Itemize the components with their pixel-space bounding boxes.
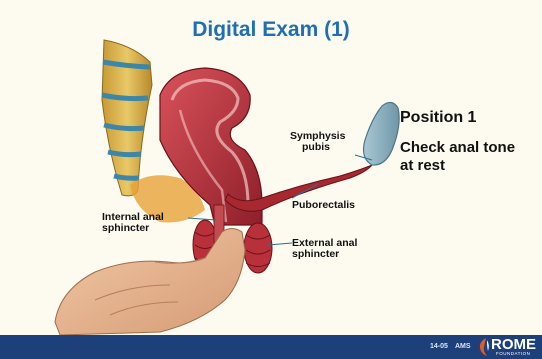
position-heading: Position 1: [400, 109, 476, 127]
slide-code: 14-05: [430, 343, 448, 350]
label-external-anal-sphincter: External anal sphincter: [292, 238, 357, 260]
instruction-line2: at rest: [400, 157, 515, 175]
label-internal-line2: sphincter: [102, 223, 164, 234]
label-external-line2: sphincter: [292, 249, 357, 260]
symphysis-pubis-bone: [364, 102, 400, 165]
rome-logo-subtext: FOUNDATION: [496, 351, 530, 356]
label-puborectalis: Puborectalis: [292, 200, 355, 211]
label-internal-anal-sphincter: Internal anal sphincter: [102, 212, 164, 234]
instruction-text: Check anal tone at rest: [400, 139, 515, 175]
author-initials: AMS: [455, 343, 471, 350]
label-symphysis-pubis: Symphysis pubis: [290, 131, 345, 153]
label-symphysis-line2: pubis: [290, 142, 345, 153]
rome-logo-icon: [478, 337, 491, 357]
instruction-line1: Check anal tone: [400, 139, 515, 157]
sacrum-coccyx: [102, 40, 152, 196]
examining-hand: [55, 229, 245, 336]
leader-internal: [188, 218, 216, 220]
